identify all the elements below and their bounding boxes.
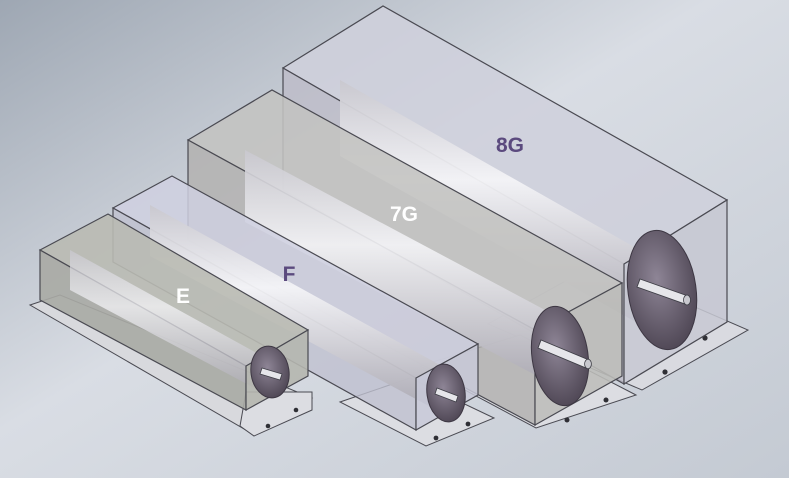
- cylinder-f: [150, 205, 440, 412]
- mount-hole: [265, 423, 271, 429]
- mount-hole: [564, 417, 570, 423]
- enclosure-e: [28, 213, 314, 437]
- mount-hole: [293, 407, 299, 413]
- terminal-pin-f: [434, 387, 459, 403]
- mount-hole: [465, 421, 471, 427]
- mount-hole: [603, 397, 609, 403]
- mount-hole: [662, 369, 668, 375]
- label-e: E: [176, 285, 190, 308]
- label-7g: 7G: [390, 203, 418, 226]
- mount-hole: [433, 435, 439, 441]
- cylinder-7g: [245, 150, 560, 388]
- terminal-pin-e: [259, 367, 283, 381]
- label-f: F: [283, 263, 296, 286]
- label-8g: 8G: [496, 134, 524, 157]
- cylinder-e: [70, 250, 262, 392]
